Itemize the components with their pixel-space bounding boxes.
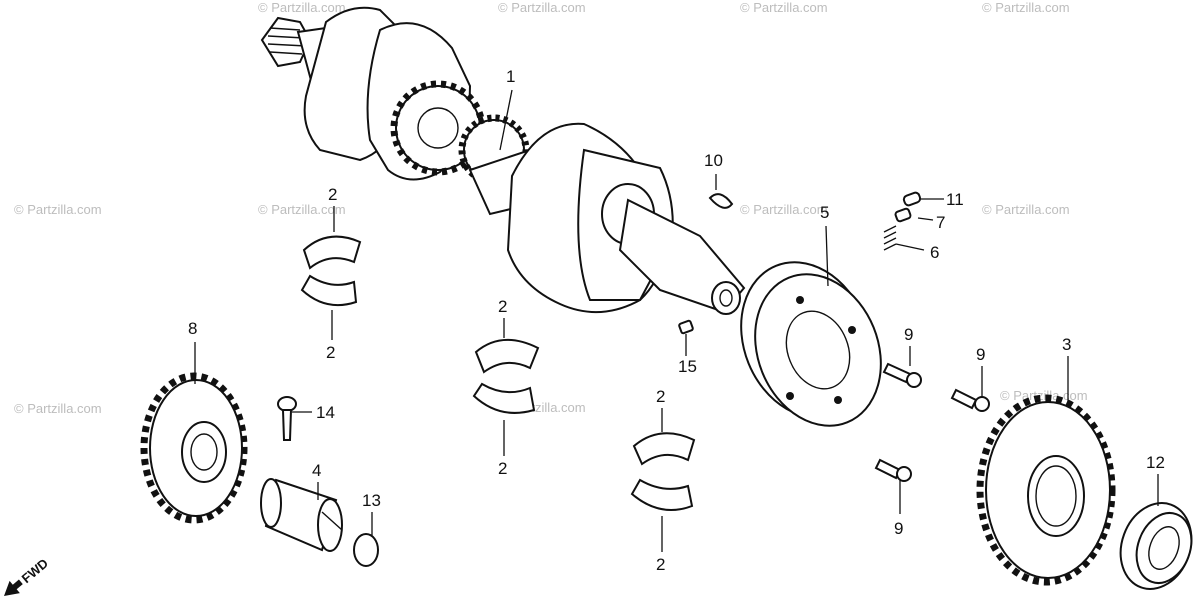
part-labels: 1 10 11 7 6 5 2 2 2 2 2 2 15 9 9 9 3 12 … bbox=[188, 67, 1165, 574]
watermark: © Partzilla.com bbox=[258, 202, 346, 217]
label-part-14: 14 bbox=[316, 403, 335, 422]
watermarks: © Partzilla.com © Partzilla.com © Partzi… bbox=[14, 0, 1088, 416]
label-part-7: 7 bbox=[936, 213, 945, 232]
small-parts bbox=[678, 191, 922, 335]
bolt-14 bbox=[277, 396, 297, 441]
gear-right bbox=[976, 394, 1116, 586]
label-part-11: 11 bbox=[946, 190, 964, 209]
fwd-label: FWD bbox=[19, 556, 51, 587]
leader-lines bbox=[194, 89, 1159, 552]
watermark: © Partzilla.com bbox=[258, 0, 346, 15]
fwd-arrow: FWD bbox=[4, 556, 51, 596]
label-part-5: 5 bbox=[820, 203, 829, 222]
watermark: © Partzilla.com bbox=[14, 202, 102, 217]
label-part-4: 4 bbox=[312, 461, 321, 480]
watermark: © Partzilla.com bbox=[982, 0, 1070, 15]
label-part-2: 2 bbox=[498, 297, 507, 316]
label-part-2: 2 bbox=[328, 185, 337, 204]
o-ring bbox=[353, 533, 379, 567]
label-part-10: 10 bbox=[704, 151, 723, 170]
label-part-1: 1 bbox=[506, 67, 515, 86]
label-part-2: 2 bbox=[656, 555, 665, 574]
bearing-shells bbox=[300, 235, 696, 511]
label-part-2: 2 bbox=[498, 459, 507, 478]
watermark: © Partzilla.com bbox=[740, 0, 828, 15]
label-part-9: 9 bbox=[904, 325, 913, 344]
bolts-9 bbox=[874, 362, 990, 482]
watermark: © Partzilla.com bbox=[740, 202, 828, 217]
watermark: © Partzilla.com bbox=[982, 202, 1070, 217]
bushing bbox=[260, 478, 343, 552]
arrow-icon bbox=[4, 579, 23, 596]
label-part-6: 6 bbox=[930, 243, 939, 262]
oil-seal bbox=[1119, 502, 1193, 590]
watermark: © Partzilla.com bbox=[1000, 388, 1088, 403]
label-part-9: 9 bbox=[976, 345, 985, 364]
crankshaft bbox=[260, 6, 746, 315]
label-part-12: 12 bbox=[1146, 453, 1165, 472]
label-part-9: 9 bbox=[894, 519, 903, 538]
label-part-2: 2 bbox=[326, 343, 335, 362]
gear-left bbox=[140, 372, 248, 524]
watermark: © Partzilla.com bbox=[14, 401, 102, 416]
flywheel-disc bbox=[740, 261, 882, 427]
label-part-3: 3 bbox=[1062, 335, 1071, 354]
watermark: © Partzilla.com bbox=[498, 0, 586, 15]
label-part-15: 15 bbox=[678, 357, 697, 376]
label-part-2: 2 bbox=[656, 387, 665, 406]
label-part-8: 8 bbox=[188, 319, 197, 338]
label-part-13: 13 bbox=[362, 491, 381, 510]
